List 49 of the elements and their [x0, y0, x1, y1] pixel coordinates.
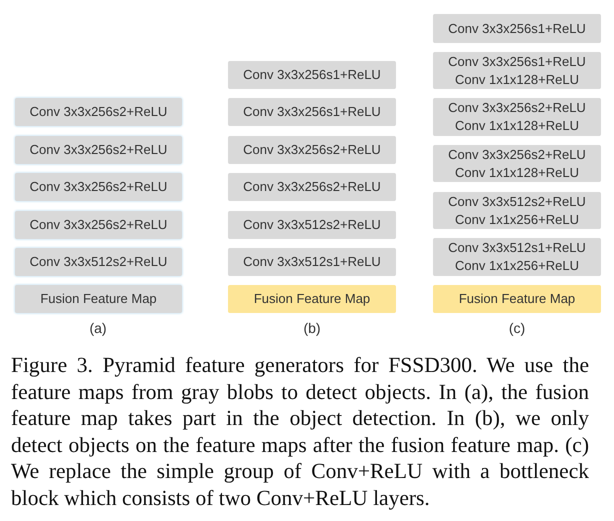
layer-label: Conv 3x3x256s2+ReLU: [243, 141, 381, 159]
layer-label: Conv 3x3x256s2+ReLU: [30, 103, 168, 121]
layer-label: Conv 3x3x256s2+ReLU: [30, 141, 168, 159]
layer-box: [15, 173, 182, 201]
layer-label: Conv 3x3x256s1+ReLU: [448, 20, 586, 38]
layer-box: [15, 211, 182, 239]
layer-box: [433, 98, 601, 136]
layer-label: Conv 3x3x256s1+ReLU: [448, 52, 586, 70]
layer-box: [228, 211, 396, 239]
layer-label: Conv 3x3x512s1+ReLU: [243, 253, 381, 271]
layer-label: Conv 1x1x128+ReLU: [455, 117, 579, 135]
layer-box: [15, 98, 182, 126]
layer-box: [15, 285, 182, 313]
layer-label: Conv 3x3x256s2+ReLU: [448, 99, 586, 117]
layer-label: Conv 3x3x512s2+ReLU: [30, 253, 168, 271]
layer-label: Conv 3x3x256s1+ReLU: [243, 66, 381, 84]
layer-label: Conv 3x3x512s2+ReLU: [448, 192, 586, 210]
layer-box: [228, 248, 396, 276]
layer-box: [228, 61, 396, 89]
layer-label: Fusion Feature Map: [40, 290, 157, 308]
layer-box: [228, 98, 396, 126]
layer-label: Conv 3x3x256s2+ReLU: [243, 178, 381, 196]
figure-caption: Figure 3. Pyramid feature generators for FSSD300. We use the feature maps from gray blobs to detect objects. In (a), the fusion feature map takes part in the object detection. In (b), we only detect objects on the feature maps after the fusion feature map. (c) We replace the simple group of Conv+ReLU with a bottleneck block which consists of two Conv+ReLU layers.: [11, 352, 589, 512]
layer-label: Conv 3x3x256s1+ReLU: [243, 103, 381, 121]
layer-label: Conv 3x3x512s2+ReLU: [243, 216, 381, 234]
layer-label: Conv 1x1x128+ReLU: [455, 164, 579, 182]
panel-label: (b): [303, 320, 321, 336]
layer-label: Fusion Feature Map: [458, 290, 576, 308]
panel-label: (c): [508, 320, 526, 336]
layer-box: [228, 173, 396, 201]
panel-label: (a): [89, 320, 107, 336]
layer-box: [433, 14, 601, 43]
layer-label: Conv 1x1x256+ReLU: [455, 257, 579, 275]
layer-label: Fusion Feature Map: [254, 290, 370, 308]
layer-box: [433, 145, 601, 182]
layer-label: Conv 1x1x256+ReLU: [455, 210, 579, 228]
layer-box: [433, 52, 601, 89]
layer-label: Conv 3x3x256s2+ReLU: [30, 178, 168, 196]
layer-box: [228, 136, 396, 164]
feature-map-box: [228, 285, 396, 313]
layer-label: Conv 3x3x512s1+ReLU: [448, 239, 586, 257]
layer-label: Conv 3x3x256s2+ReLU: [30, 216, 168, 234]
layer-label: Conv 1x1x128+ReLU: [455, 70, 579, 88]
layer-box: [15, 248, 182, 276]
layer-box: [433, 238, 601, 276]
layer-box: [433, 192, 601, 229]
layer-box: [15, 136, 182, 164]
layer-label: Conv 3x3x256s2+ReLU: [448, 146, 586, 164]
feature-map-box: [433, 285, 601, 313]
